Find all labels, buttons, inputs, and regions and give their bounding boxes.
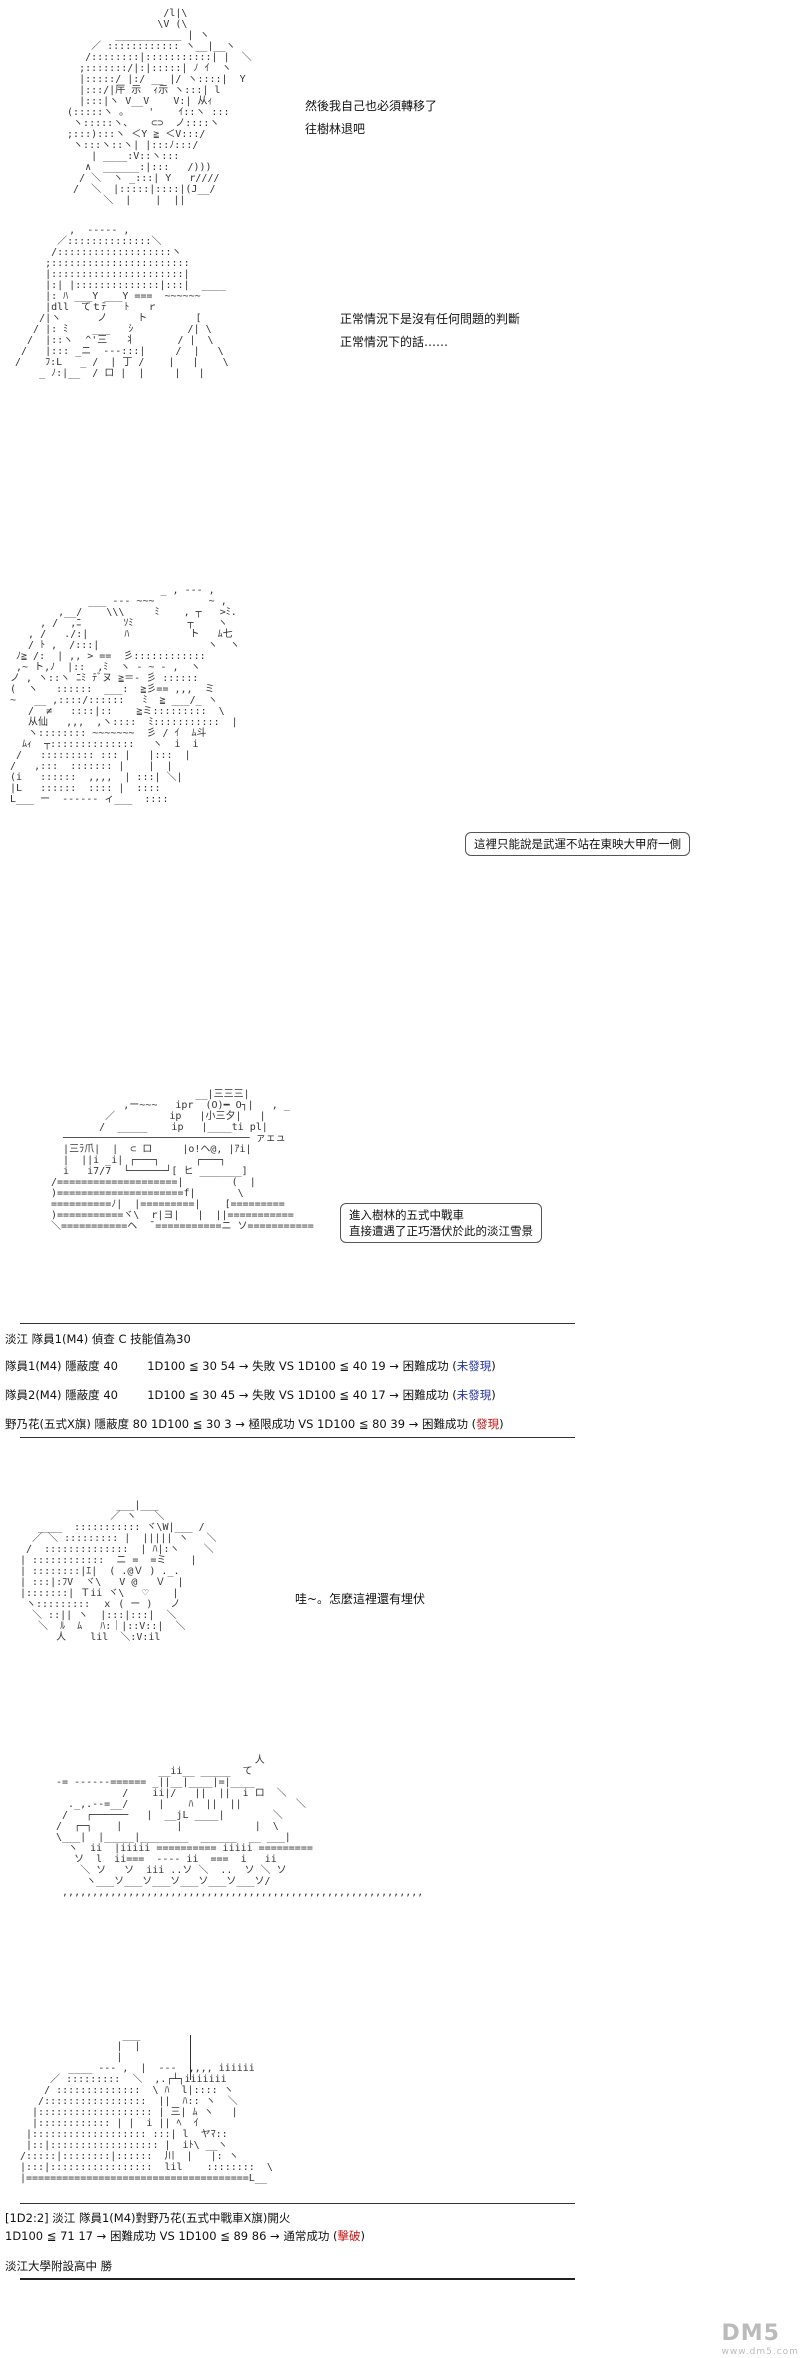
divider [20, 2203, 575, 2204]
roll-row: 野乃花(五式X旗) 隱蔽度 80 1D100 ≦ 30 3 → 極限成功 VS … [5, 1416, 504, 1432]
divider [20, 1323, 575, 1324]
roll-row: 隊員2(M4) 隱蔽度 40 1D100 ≦ 30 45 → 失敗 VS 1D1… [5, 1387, 496, 1403]
roll-mid: 1D100 ≦ 30 54 → 失敗 VS 1D100 ≦ 40 19 → 困難… [147, 1359, 457, 1373]
match-result: 淡江大學附設高中 勝 [5, 2259, 113, 2273]
panel-2: , ----- , ／::::::::::::::＼ /::::::::::::… [0, 205, 800, 400]
roll-suffix: ) [360, 2229, 366, 2243]
watermark-url: www.dm5.com [721, 2347, 799, 2357]
roll-header: [1D2:2] 淡江 隊員1(M4)對野乃花(五式中戰車X旗)開火 [5, 2211, 291, 2225]
divider [20, 1437, 575, 1438]
status-unseen: 未發現 [456, 1388, 492, 1402]
ascii-art-forest-scene: _ , --- , ___ --- ~~~ ~ , ,__/ \\\ ﾐ , ┬… [10, 585, 240, 805]
roll-mid: 1D100 ≦ 30 3 → 極限成功 VS 1D100 ≦ 80 39 → 困… [150, 1417, 477, 1431]
watermark-text: DM5 [721, 2321, 780, 2346]
flag-pole [190, 2035, 191, 2080]
dialogue-line: 正常情況下是沒有任何問題的判斷 [340, 312, 521, 326]
speech-bubble: 這裡只能說是武運不站在東映大甲府一側 [465, 832, 690, 856]
roll-suffix: ) [499, 1417, 504, 1431]
dialogue-line: 往樹林退吧 [305, 122, 366, 136]
dialogue-line: 哇~。怎麼這裡還有埋伏 [295, 1592, 426, 1606]
panel-6: 人 __ii__ _____ て -= ------====== _||__|_… [0, 1750, 800, 1920]
roll-suffix: ) [491, 1388, 496, 1402]
narration-line: 直接遭遇了正巧潛伏於此的淡江雪景 [349, 1224, 533, 1238]
narration-line: 進入樹林的五式中戰車 [349, 1208, 464, 1222]
divider [20, 2278, 575, 2280]
ascii-art-girl-1: /l|\ \V (\ ___________ | ヽ ／ :::::::::::… [67, 8, 252, 206]
narration-box: 進入樹林的五式中戰車 直接遭遇了正巧潛伏於此的淡江雪景 [340, 1203, 542, 1243]
dialogue-line: 然後我自己也必須轉移了 [305, 99, 438, 113]
panel-7: ___ | | | ____ --- , | --- ,,,, iiiiii ／… [0, 2025, 800, 2195]
roll-prefix: 隊員1(M4) 隱蔽度 40 [5, 1359, 118, 1373]
roll-row: 隊員1(M4) 隱蔽度 40 1D100 ≦ 30 54 → 失敗 VS 1D1… [5, 1358, 496, 1374]
dialogue-line: 正常情況下的話…… [340, 335, 449, 349]
ascii-art-girl-2: , ----- , ／::::::::::::::＼ /::::::::::::… [15, 225, 229, 379]
ascii-art-destroyed-tank: ___ | | | ____ --- , | --- ,,,, iiiiii ／… [20, 2030, 273, 2184]
ascii-art-tank: __|三三三| ,ー~~~ ipr (O)━ O┐| , _ ／ ip |小三夕… [51, 1089, 314, 1232]
ascii-art-tank-firing: 人 __ii__ _____ て -= ------====== _||__|_… [56, 1755, 424, 1898]
panel-3: _ , --- , ___ --- ~~~ ~ , ,__/ \\\ ﾐ , ┬… [0, 580, 800, 1060]
roll-suffix: ) [491, 1359, 496, 1373]
roll-header: 淡江 隊員1(M4) 偵查 C 技能值為30 [5, 1332, 191, 1346]
roll-mid: 1D100 ≦ 71 17 → 困難成功 VS 1D100 ≦ 89 86 → … [5, 2229, 338, 2243]
roll-prefix: 野乃花(五式X旗) 隱蔽度 80 [5, 1417, 148, 1431]
status-destroyed: 擊破 [337, 2229, 361, 2243]
roll-row: 1D100 ≦ 71 17 → 困難成功 VS 1D100 ≦ 89 86 → … [5, 2228, 365, 2244]
panel-5: ___|___ ／ ヽ ＼ ____ ::::::::::: ヾ\W|___ /… [0, 1495, 800, 1725]
status-unseen: 未發現 [456, 1359, 492, 1373]
roll-mid: 1D100 ≦ 30 45 → 失敗 VS 1D100 ≦ 40 17 → 困難… [147, 1388, 457, 1402]
watermark-logo: DM5 www.dm5.com [721, 2321, 798, 2357]
ascii-art-girl-heart: ___|___ ／ ヽ ＼ ____ ::::::::::: ヾ\W|___ /… [20, 1500, 217, 1643]
roll-prefix: 隊員2(M4) 隱蔽度 40 [5, 1388, 118, 1402]
panel-1: /l|\ \V (\ ___________ | ヽ ／ :::::::::::… [0, 0, 800, 206]
status-found: 發現 [476, 1417, 500, 1431]
panel-4: __|三三三| ,ー~~~ ipr (O)━ O┐| , _ ／ ip |小三夕… [0, 1085, 800, 1305]
